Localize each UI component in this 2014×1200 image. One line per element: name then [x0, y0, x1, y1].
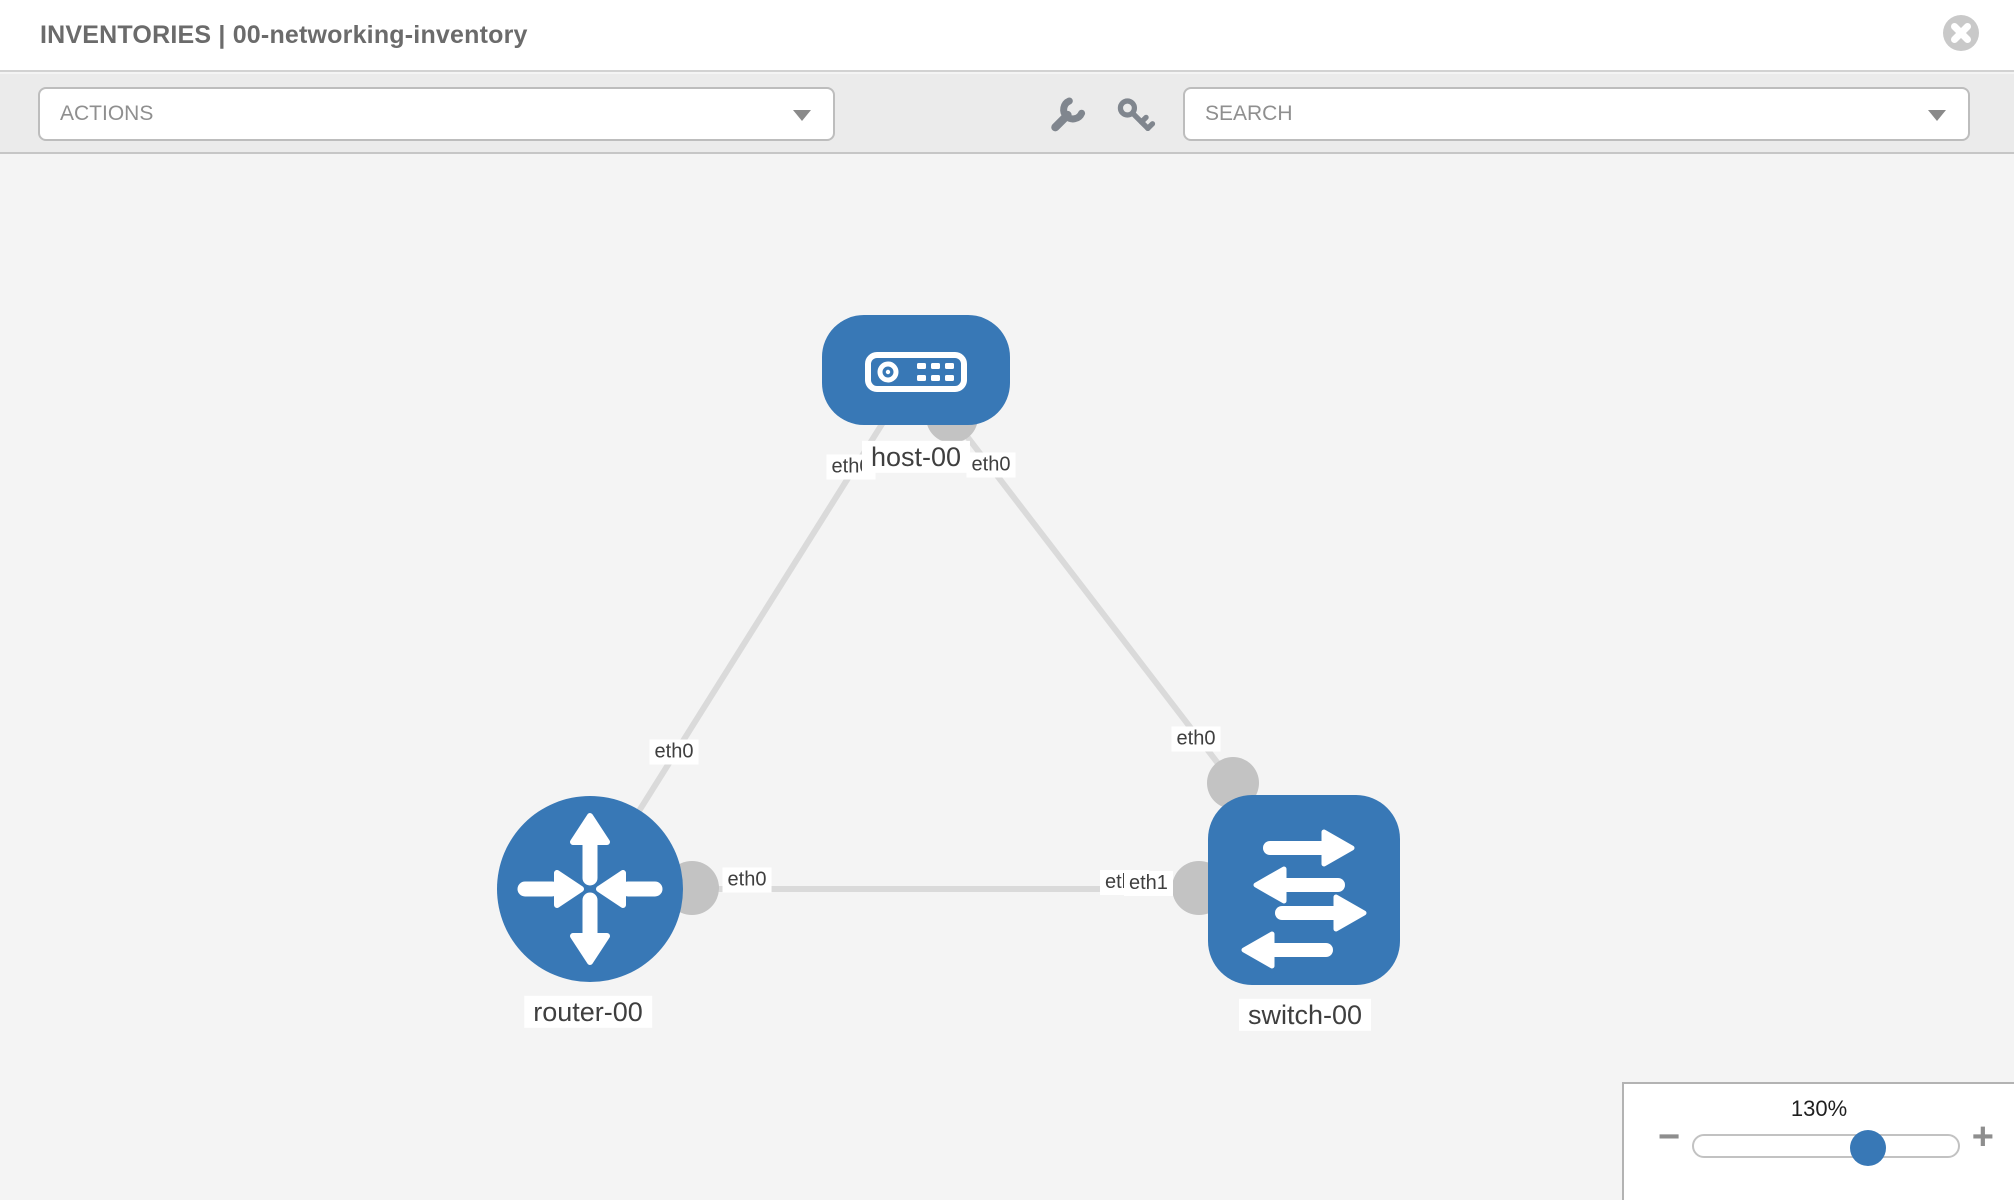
close-icon — [1943, 15, 1979, 51]
zoom-control-panel: 130% − + — [1622, 1082, 2014, 1200]
zoom-slider-handle[interactable] — [1850, 1130, 1886, 1166]
node-label-switch: switch-00 — [1238, 998, 1372, 1032]
zoom-in-button[interactable]: + — [1971, 1116, 1994, 1158]
key-icon — [1117, 98, 1156, 132]
search-dropdown[interactable]: SEARCH — [1183, 87, 1970, 141]
node-router-00[interactable] — [497, 796, 683, 982]
interface-label: eth1 — [1124, 871, 1173, 896]
interface-label: eth0 — [966, 452, 1016, 478]
chevron-down-icon — [793, 110, 811, 121]
actions-dropdown[interactable]: ACTIONS — [38, 87, 835, 141]
node-switch-00[interactable] — [1208, 795, 1400, 985]
header-bar: INVENTORIES | 00-networking-inventory — [0, 0, 2014, 72]
chevron-down-icon — [1928, 110, 1946, 121]
node-label-router: router-00 — [524, 995, 652, 1029]
zoom-slider[interactable] — [1692, 1130, 1960, 1166]
credentials-button[interactable] — [1114, 94, 1156, 136]
interface-label: eth0 — [1171, 726, 1221, 752]
zoom-level-value: 130% — [1790, 1096, 1848, 1121]
page-title: INVENTORIES | 00-networking-inventory — [40, 20, 528, 49]
link-host-switch — [913, 368, 1236, 785]
wrench-icon — [1051, 97, 1086, 132]
router-icon — [517, 813, 663, 965]
interface-label: eth0 — [722, 867, 772, 893]
topology-canvas[interactable]: eth0 eth0 eth0 eth0 eth0 eth0 eth1 host-… — [0, 156, 2014, 1200]
server-icon — [865, 352, 967, 392]
zoom-out-button[interactable]: − — [1658, 1116, 1681, 1158]
node-host-00[interactable] — [822, 315, 1010, 425]
interface-label: eth0 — [649, 739, 699, 765]
close-button[interactable] — [1942, 14, 1980, 52]
configure-button[interactable] — [1046, 94, 1088, 136]
switch-icon — [1241, 829, 1367, 969]
node-label-host: host-00 — [861, 440, 971, 474]
actions-dropdown-label: ACTIONS — [60, 102, 154, 125]
search-placeholder: SEARCH — [1205, 102, 1293, 125]
toolbar: ACTIONS SEARCH — [0, 74, 2014, 154]
